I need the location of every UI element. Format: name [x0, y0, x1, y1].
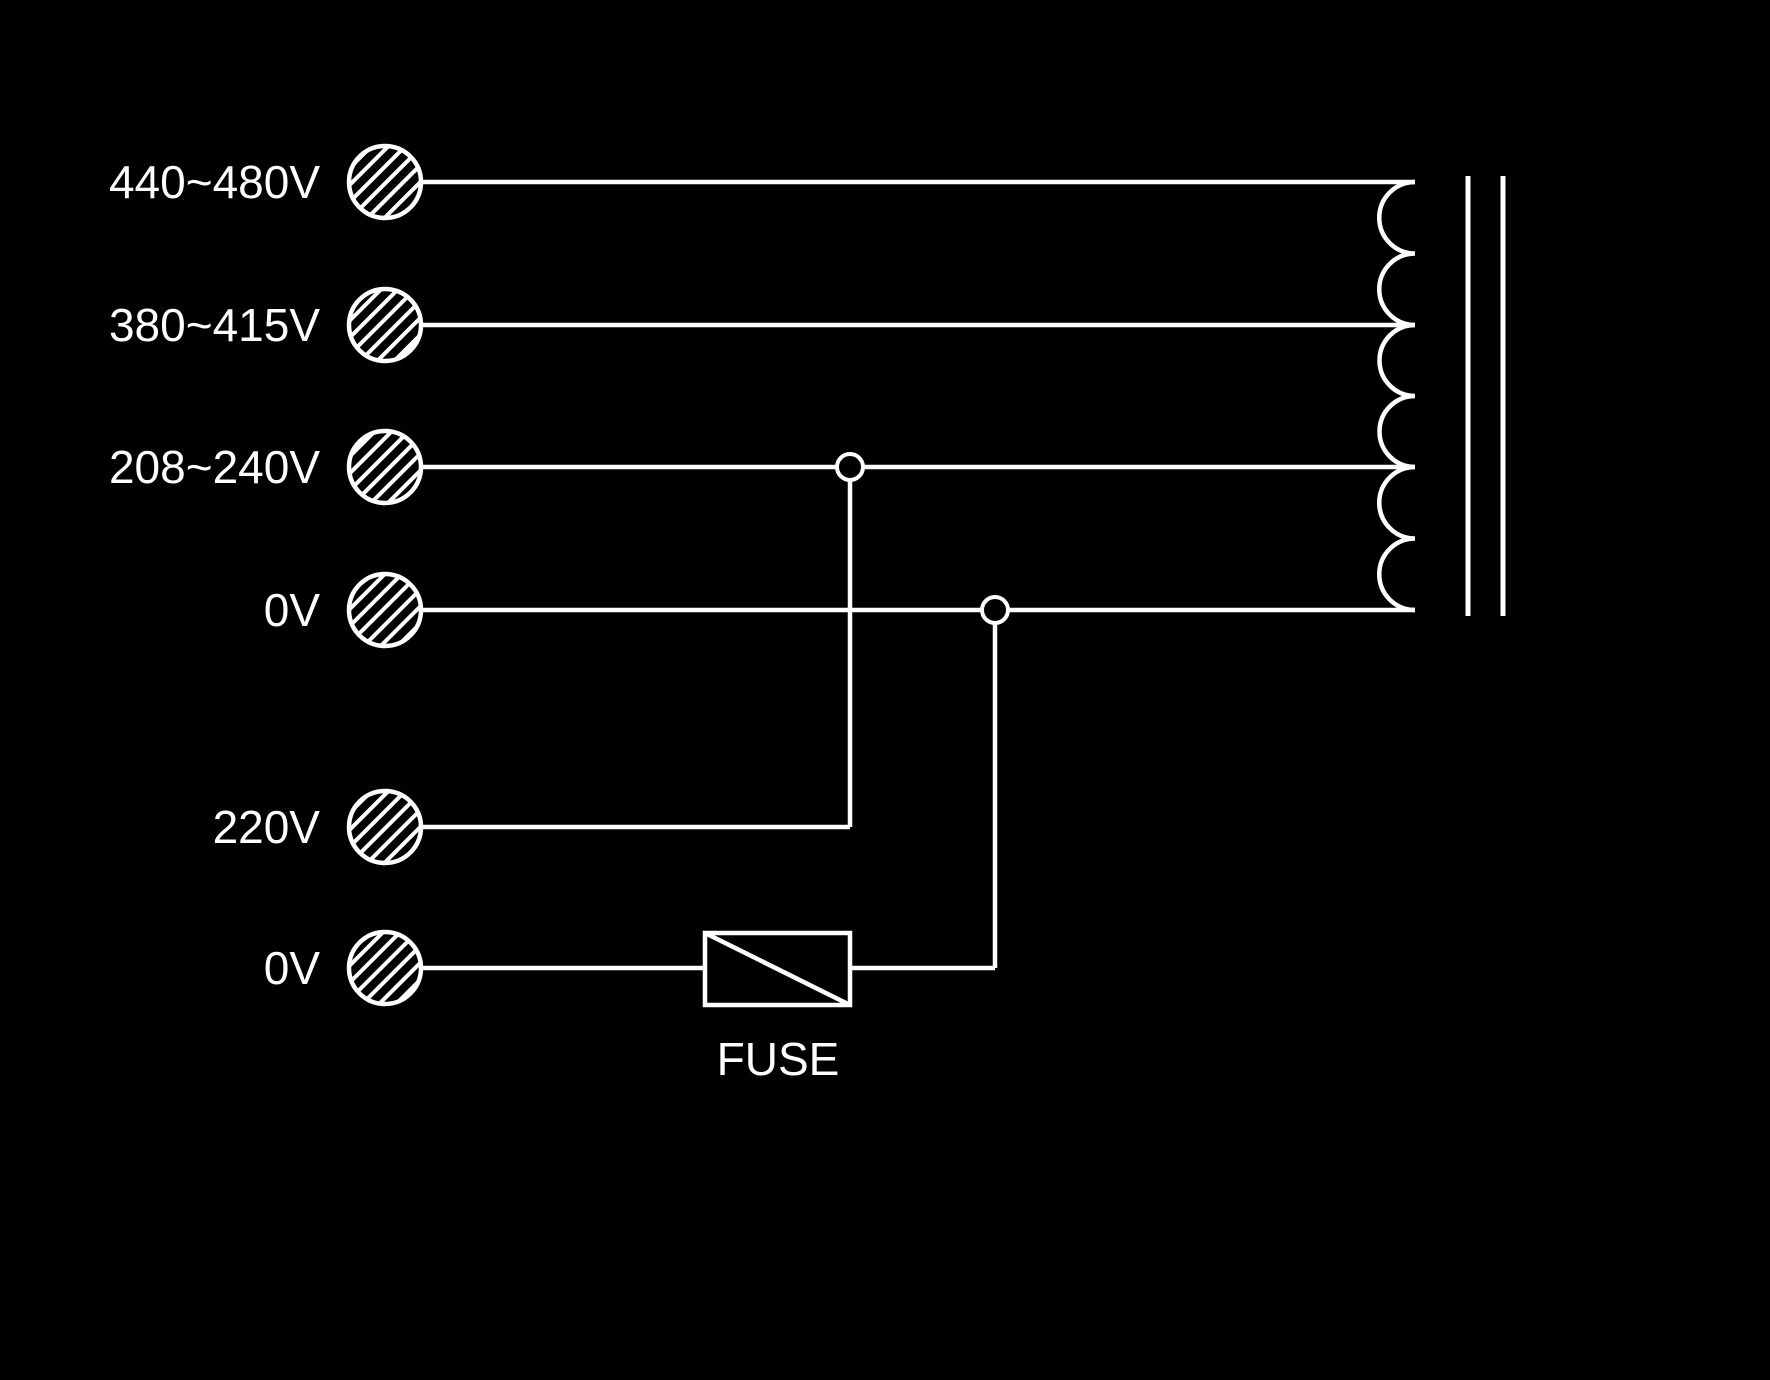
- terminal-440-480v: [346, 143, 424, 221]
- branch-wires: [847, 467, 998, 971]
- transformer-winding: [1377, 176, 1506, 616]
- terminal-label-208-240v: 208~240V: [109, 441, 320, 493]
- terminal-220v: [346, 788, 424, 866]
- labels: 440~480V 380~415V 208~240V 0V 220V 0V FU…: [109, 156, 839, 1085]
- fuse-diagonal: [703, 930, 852, 1008]
- terminals: [346, 143, 424, 1007]
- junction-node-208-240v: [835, 452, 865, 482]
- terminal-208-240v: [346, 428, 424, 506]
- terminal-0v-upper: [346, 571, 424, 649]
- terminal-380-415v: [346, 286, 424, 364]
- junctions: [835, 452, 1010, 625]
- terminal-label-440-480v: 440~480V: [109, 156, 320, 208]
- terminal-label-220v: 220V: [213, 801, 321, 853]
- fuse-label: FUSE: [717, 1033, 840, 1085]
- junction-node-0v: [980, 595, 1010, 625]
- winding-coil: [1377, 179, 1416, 613]
- tap-wires: [422, 179, 1415, 971]
- fuse-symbol: [702, 930, 853, 1008]
- terminal-label-0v-upper: 0V: [264, 584, 321, 636]
- terminal-label-380-415v: 380~415V: [109, 299, 320, 351]
- terminal-label-0v-lower: 0V: [264, 942, 321, 994]
- terminal-0v-lower: [346, 929, 424, 1007]
